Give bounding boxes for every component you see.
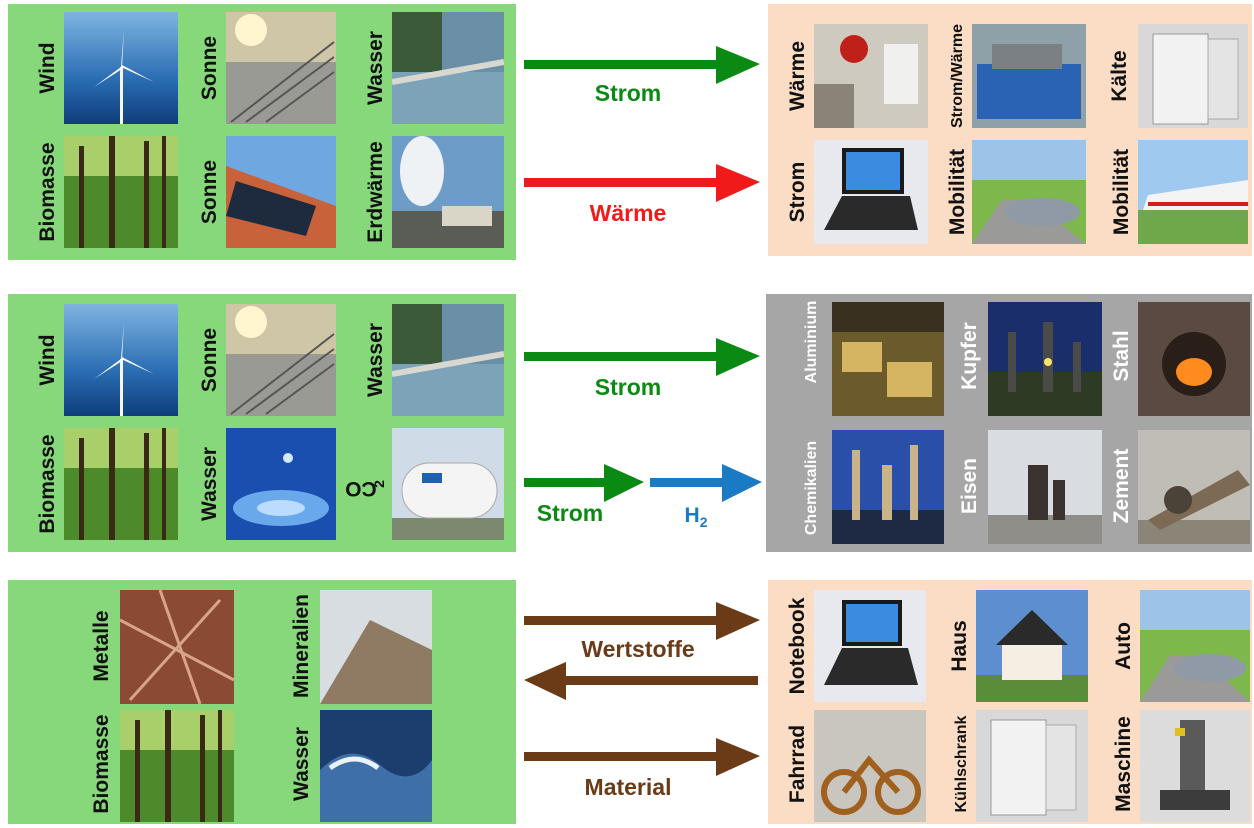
h2-label: H2 [684, 504, 708, 531]
bicycle-image [814, 710, 926, 822]
hydro-dam-image-2 [392, 304, 504, 416]
strom-label-row2b: Strom [536, 500, 604, 526]
wind-turbine-image [64, 12, 178, 124]
notebook-image [814, 590, 926, 702]
co2-tank-image [392, 428, 504, 540]
row3-sources-panel [8, 580, 516, 824]
strom-arrow-row2 [524, 338, 760, 376]
gravel-image [320, 590, 432, 704]
waerme-label-row1: Wärme [589, 200, 667, 226]
wertstoffe-arrow-left [524, 662, 758, 700]
strom-label-row1: Strom [594, 80, 662, 106]
aluminium-plant-image [832, 302, 944, 416]
train-image [1138, 140, 1248, 244]
car-image-row1 [972, 140, 1086, 244]
hydro-dam-image [392, 12, 504, 124]
solar-collector-image-2 [226, 304, 336, 416]
laptop-image-row1 [814, 140, 928, 244]
heating-room-image [814, 24, 928, 128]
h2-arrow [650, 464, 762, 502]
iron-plant-image [988, 430, 1102, 544]
wave-image [320, 710, 432, 822]
wertstoffe-arrow-right [524, 602, 760, 640]
chp-unit-image [972, 24, 1086, 128]
cement-plant-image [1138, 430, 1250, 544]
strom-label-row2: Strom [594, 374, 662, 400]
car-image-row3 [1140, 590, 1250, 702]
chemical-plant-image [832, 430, 944, 544]
material-arrow [524, 738, 760, 776]
solar-collector-image [226, 12, 336, 124]
fridge-image-row1 [1138, 24, 1248, 128]
copper-plant-image [988, 302, 1102, 416]
strom-arrow-row1 [524, 46, 760, 84]
material-label: Material [584, 774, 672, 800]
forest-image-3 [120, 710, 234, 822]
machine-image [1140, 710, 1250, 822]
wind-turbine-image-2 [64, 304, 178, 416]
waerme-arrow-row1 [524, 164, 760, 202]
wertstoffe-label: Wertstoffe [581, 636, 695, 662]
scrap-metal-image [120, 590, 234, 704]
forest-image-2 [64, 428, 178, 540]
strom-arrow-to-electrolysis [524, 464, 644, 502]
forest-image [64, 136, 178, 248]
steel-plant-image [1138, 302, 1250, 416]
house-image [976, 590, 1088, 702]
solar-roof-image [226, 136, 336, 248]
geothermal-plant-image [392, 136, 504, 248]
water-drop-image [226, 428, 336, 540]
fridge-image-row3 [976, 710, 1088, 822]
